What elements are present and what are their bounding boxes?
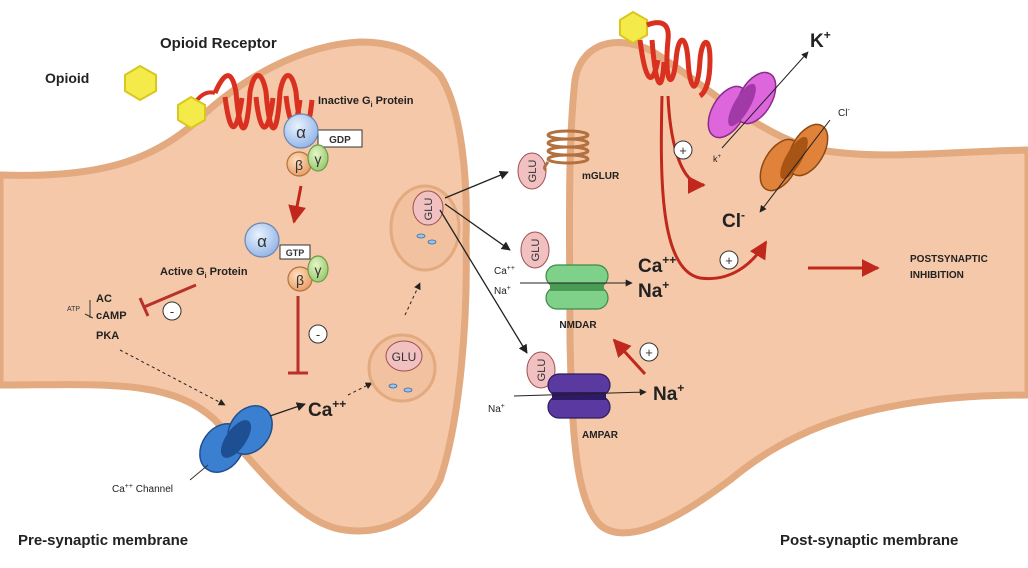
plus-sign-ampar xyxy=(639,342,659,362)
opioid-receptor-label: Opioid Receptor xyxy=(160,35,277,52)
active-gi-protein: α GTP β γ xyxy=(244,222,329,292)
ca-to-vesicle-arrow xyxy=(347,382,373,396)
nmdar-ca-out-label: Ca++ xyxy=(638,253,676,277)
minus-sign-vertical xyxy=(308,324,328,344)
k-efflux-arrow xyxy=(721,51,809,149)
opioid-receptor xyxy=(192,73,315,132)
inhibit-ca-channel xyxy=(288,296,308,375)
k-channel xyxy=(707,71,777,139)
opioid-to-cl-arrow xyxy=(659,95,768,281)
ca-pre-label: Ca++ xyxy=(308,397,346,421)
svg-text:+: + xyxy=(679,143,687,158)
opioid-bound-icon xyxy=(177,95,206,130)
minus-sign-horizontal xyxy=(162,301,182,321)
glu-to-mglur-arrow xyxy=(444,170,509,199)
nmdar-ca-in-label: Ca++ xyxy=(494,265,515,277)
ca-influx-arrow xyxy=(269,402,306,417)
atp-label: ATP xyxy=(67,306,80,313)
inhibit-ac xyxy=(138,283,197,317)
active-gi-label: Active Gi Protein xyxy=(160,266,248,280)
opioid-post-icon xyxy=(619,10,648,45)
glu-ampar-label: GLU xyxy=(536,359,548,382)
glu-to-ampar-arrow xyxy=(439,209,528,354)
ca-channel xyxy=(199,405,273,473)
postsynaptic-inhibition-line1: POSTSYNAPTIC xyxy=(910,254,988,265)
nmdar-na-in-label: Na+ xyxy=(494,285,511,297)
nmdar-receptor xyxy=(545,264,609,310)
ampar-to-nmdar-arrow xyxy=(612,338,647,376)
alpha-active-label: α xyxy=(257,232,267,251)
cl-big-label: Cl- xyxy=(722,208,745,232)
glu-nmdar-label: GLU xyxy=(530,239,542,262)
plus-sign-cl xyxy=(719,250,739,270)
opioid-label: Opioid xyxy=(45,70,89,86)
inactive-gi-label: Inactive Gi Protein xyxy=(318,95,414,109)
glu-vesicle: GLU xyxy=(367,333,437,403)
svg-text:+: + xyxy=(645,345,653,360)
ca-channel-label: Ca++ Channel xyxy=(112,483,173,495)
opioid-molecule-icon xyxy=(124,64,157,102)
cl-influx-arrow xyxy=(759,119,831,213)
k-small-label: k+ xyxy=(713,154,722,164)
post-synaptic-membrane-label: Post-synaptic membrane xyxy=(780,532,958,549)
pre-synaptic-membrane-label: Pre-synaptic membrane xyxy=(18,532,188,549)
glu-released-label: GLU xyxy=(423,198,435,221)
ampar-na-in-label: Na+ xyxy=(488,403,505,415)
beta-active-label: β xyxy=(296,272,304,288)
mglur-receptor xyxy=(543,129,590,172)
opioid-receptor-post xyxy=(637,20,713,99)
mglur-label: mGLUR xyxy=(582,171,620,182)
ac-label: AC xyxy=(96,293,112,305)
ampar-receptor xyxy=(547,373,611,419)
svg-text:-: - xyxy=(170,304,174,319)
glu-vesicle-label: GLU xyxy=(392,350,417,364)
activation-arrow xyxy=(288,185,306,224)
postsynaptic-inhibition-line2: INHIBITION xyxy=(910,270,964,281)
cl-channel xyxy=(759,123,829,192)
nmdar-label: NMDAR xyxy=(559,320,597,331)
gtp-label: GTP xyxy=(286,248,305,258)
ampar-flux-arrow xyxy=(513,388,647,397)
plus-sign-k xyxy=(673,140,693,160)
alpha-label: α xyxy=(296,123,306,142)
inactive-gi-protein: GDP α β γ xyxy=(283,113,363,177)
k-out-label: K+ xyxy=(810,28,831,52)
ampar-label: AMPAR xyxy=(582,430,619,441)
glu-mglur-label: GLU xyxy=(527,160,539,183)
gamma-label: γ xyxy=(315,151,322,167)
beta-label: β xyxy=(295,157,303,173)
gdp-label: GDP xyxy=(329,135,351,146)
pka-to-channel-arrow xyxy=(119,349,226,406)
ampar-na-out-label: Na+ xyxy=(653,381,684,405)
cl-small-label: Cl- xyxy=(838,107,850,119)
pka-label: PKA xyxy=(96,330,119,342)
glu-released xyxy=(412,190,444,226)
svg-text:-: - xyxy=(316,327,320,342)
nmdar-na-out-label: Na+ xyxy=(638,278,669,302)
gamma-active-label: γ xyxy=(315,262,322,278)
camp-label: cAMP xyxy=(96,310,127,322)
glu-to-nmdar-arrow xyxy=(444,203,511,251)
svg-text:+: + xyxy=(725,253,733,268)
